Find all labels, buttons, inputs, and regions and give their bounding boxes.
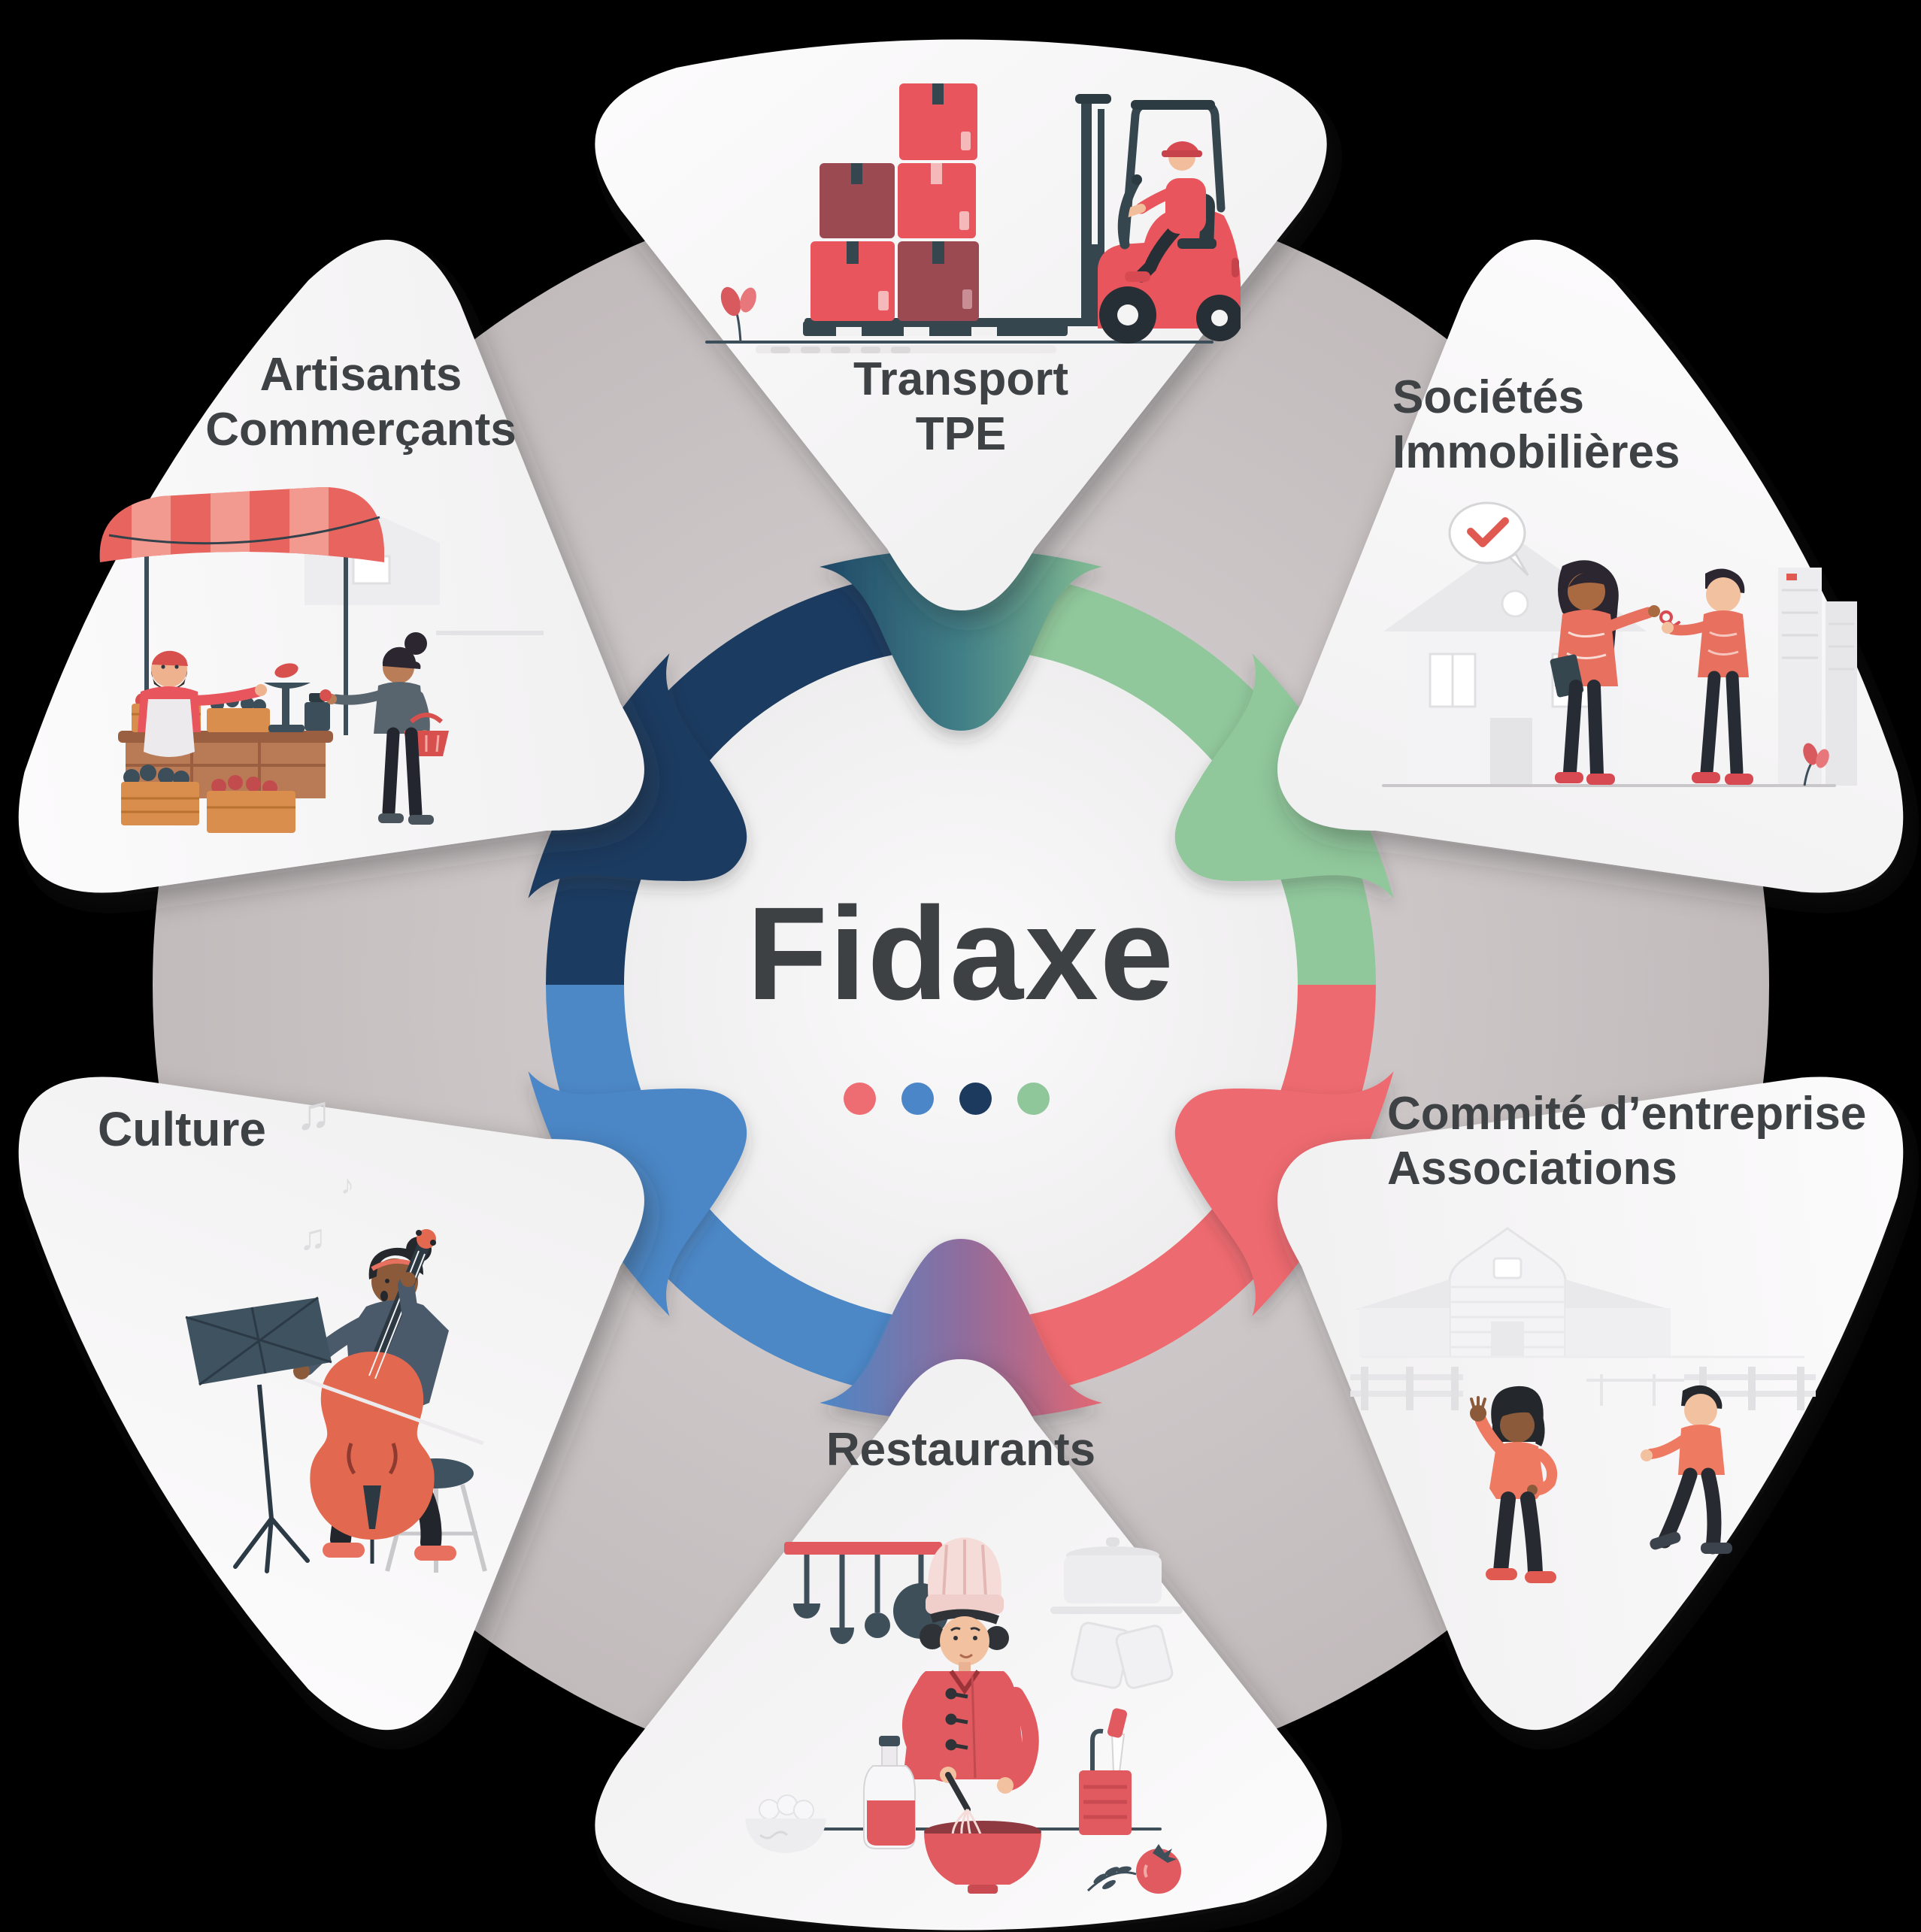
label-line: Transport — [853, 353, 1068, 405]
label-transport: Transport TPE — [735, 352, 1186, 462]
dot-coral — [844, 1083, 876, 1115]
label-line: Restaurants — [826, 1424, 1096, 1476]
label-line: Culture — [98, 1102, 266, 1156]
label-culture: Culture — [98, 1101, 414, 1158]
ring-segment-navy — [546, 570, 962, 986]
center-brand-title: Fidaxe — [747, 880, 1175, 1028]
forklift-illustration — [705, 83, 1241, 353]
ring-segment-red — [960, 984, 1376, 1400]
center-dots — [844, 1083, 1050, 1115]
ring-segment-blue — [546, 984, 962, 1400]
label-line: Associations — [1387, 1143, 1677, 1195]
dot-green — [1017, 1083, 1050, 1115]
label-restaurants: Restaurants — [750, 1422, 1171, 1477]
market-stall-illustration — [99, 486, 544, 833]
label-line: Immobilières — [1392, 426, 1680, 479]
colored-ring — [546, 570, 1376, 1400]
label-line: Commerçants — [205, 404, 517, 456]
cello-player-illustration: ♫ ♪ ♫ — [185, 1086, 487, 1573]
house-key-handover-illustration — [1382, 501, 1857, 787]
center-circle — [621, 645, 1301, 1325]
dot-blue — [901, 1083, 934, 1115]
chef-cooking-illustration — [745, 1537, 1183, 1894]
label-line: Commité d’entreprise — [1387, 1088, 1867, 1140]
music-note-icon: ♫ — [295, 1086, 332, 1140]
music-note-icon: ♪ — [341, 1169, 354, 1200]
label-societes-immobilieres: Sociétés Immobilières — [1392, 370, 1859, 480]
label-artisans: Artisants Commerçants — [120, 347, 601, 457]
label-line: Artisants — [259, 349, 462, 401]
label-line: TPE — [915, 408, 1007, 461]
music-note-icon: ♫ — [299, 1218, 326, 1258]
label-comite-entreprise: Commité d’entreprise Associations — [1387, 1086, 1898, 1196]
ring-segment-green — [960, 570, 1376, 986]
label-line: Sociétés — [1392, 371, 1585, 423]
dot-navy — [959, 1083, 992, 1115]
community-people-illustration — [1350, 1227, 1816, 1583]
